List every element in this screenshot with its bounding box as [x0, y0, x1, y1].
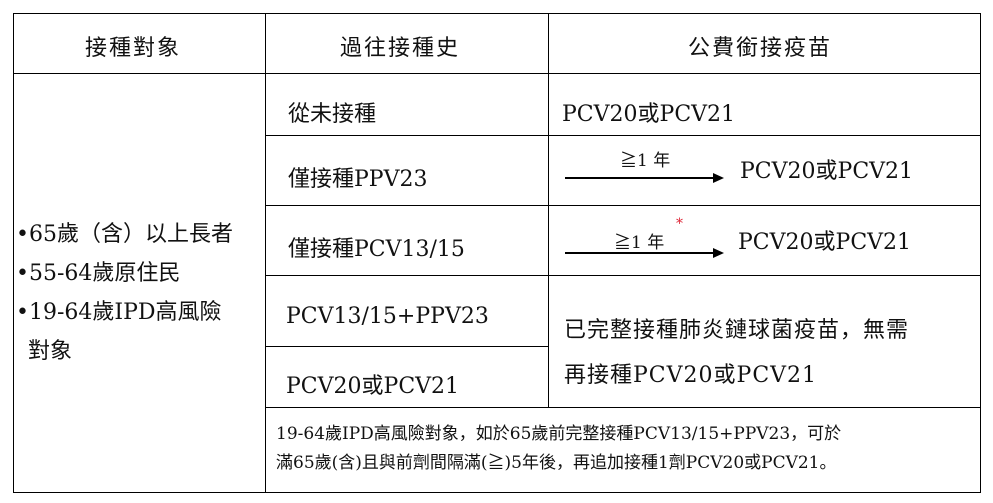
interval-label-row3: ≧1 年 [614, 233, 665, 253]
history-pcv1315-only: 僅接種PCV13/15 [288, 237, 465, 262]
completed-note-line2: 再接種PCV20或PCV21 [564, 363, 818, 388]
table-top-border [13, 13, 981, 14]
history-ppv23-only: 僅接種PPV23 [288, 167, 428, 192]
target-item-high-risk: •19-64歲IPD高風險 [16, 300, 222, 325]
table-bottom-border [13, 492, 981, 493]
row-divider-1 [265, 135, 981, 136]
header-history: 過往接種史 [340, 36, 461, 61]
table-right-border [980, 13, 981, 493]
row-divider-2 [265, 205, 981, 206]
interval-label-row2: ≧1 年 [620, 151, 671, 171]
header-bottom-border [13, 73, 981, 74]
target-item-high-risk-cont: 對象 [28, 339, 73, 364]
col-divider-1 [265, 13, 266, 493]
arrow-row3 [565, 252, 715, 254]
footnote-line2: 滿65歲(含)且與前劑間隔滿(≧)5年後，再追加接種1劑PCV20或PCV21。 [276, 453, 837, 473]
completed-note-line1: 已完整接種肺炎鏈球菌疫苗，無需 [564, 318, 910, 343]
row-divider-4 [265, 346, 549, 347]
header-vaccine: 公費銜接疫苗 [688, 36, 833, 61]
vaccine-row2: PCV20或PCV21 [740, 159, 914, 184]
arrow-head-row3 [713, 248, 724, 258]
col-divider-2 [548, 13, 549, 407]
history-pcv1315-ppv23: PCV13/15+PPV23 [286, 304, 489, 329]
history-never: 從未接種 [288, 102, 377, 127]
row-divider-3 [265, 275, 981, 276]
target-item-elderly: •65歲（含）以上長者 [16, 222, 233, 247]
arrow-row2 [565, 177, 715, 179]
arrow-head-row2 [713, 173, 724, 183]
row-divider-5 [265, 407, 981, 408]
history-pcv20-pcv21: PCV20或PCV21 [286, 374, 460, 399]
table-left-border [13, 13, 14, 493]
vaccine-row3: PCV20或PCV21 [738, 230, 912, 255]
asterisk-mark: * [676, 216, 683, 232]
target-item-indigenous: •55-64歲原住民 [16, 261, 181, 286]
vaccine-row1: PCV20或PCV21 [562, 102, 736, 127]
header-target: 接種對象 [85, 36, 182, 61]
footnote-line1: 19-64歲IPD高風險對象，如於65歲前完整接種PCV13/15+PPV23，… [276, 424, 842, 444]
